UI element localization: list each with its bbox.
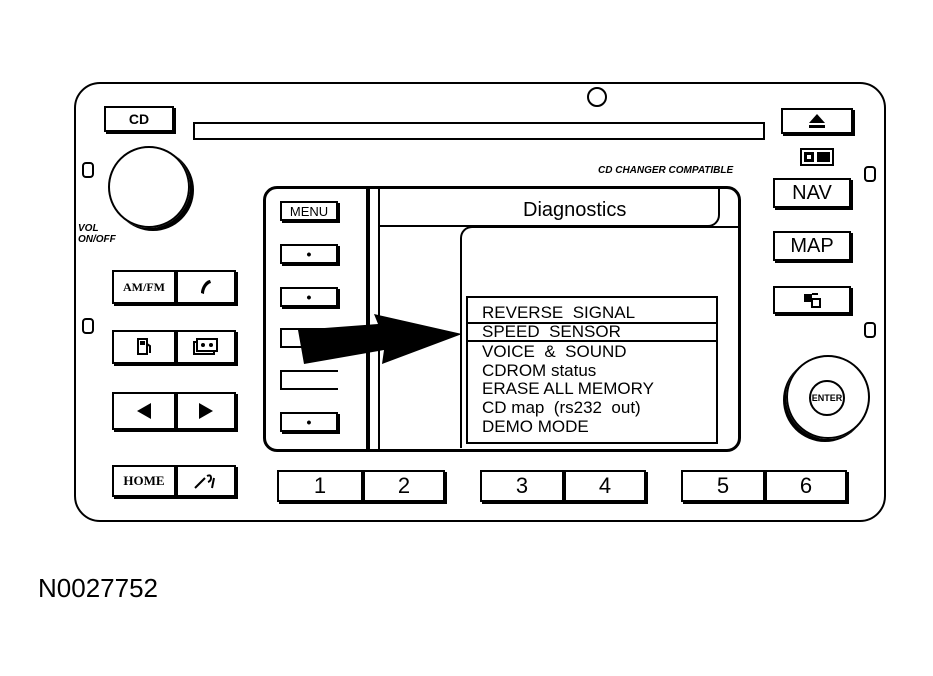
fuel-button[interactable] xyxy=(112,330,176,364)
pointer-arrow-icon xyxy=(298,314,462,364)
preset-6-label: 6 xyxy=(799,473,813,498)
soft-key-1[interactable]: • xyxy=(280,244,338,264)
home-button-label: HOME xyxy=(123,473,165,488)
preset-4-label: 4 xyxy=(598,473,612,498)
fuel-pump-icon xyxy=(137,338,151,355)
menu-item-reverse-signal[interactable]: REVERSE SIGNAL xyxy=(482,303,636,322)
preset-3-button[interactable]: 3 xyxy=(480,470,564,502)
voice-icon xyxy=(194,474,215,489)
right-clip-lower xyxy=(864,322,876,338)
menu-item-erase-all-memory[interactable]: ERASE ALL MEMORY xyxy=(482,379,654,398)
left-clip-lower xyxy=(82,318,94,334)
cd-changer-compatible-label: CD CHANGER COMPATIBLE xyxy=(598,165,734,176)
eject-icon xyxy=(809,114,825,128)
preset-6-button[interactable]: 6 xyxy=(765,470,847,502)
home-button[interactable]: HOME xyxy=(112,465,176,497)
screen-title: Diagnostics xyxy=(523,199,627,221)
preset-5-label: 5 xyxy=(716,473,730,498)
preset-5-button[interactable]: 5 xyxy=(681,470,765,502)
preset-1-label: 1 xyxy=(313,473,327,498)
preset-1-button[interactable]: 1 xyxy=(277,470,363,502)
figure-id: N0027752 xyxy=(38,573,158,603)
left-clip-upper xyxy=(82,162,94,178)
amfm-button-label: AM/FM xyxy=(123,279,165,294)
compact-disc-logo-icon xyxy=(800,148,834,166)
cd-button-label: CD xyxy=(128,111,150,127)
volume-label: VOL ON/OFF xyxy=(78,223,116,245)
menu-item-speed-sensor[interactable]: SPEED SENSOR xyxy=(482,322,621,341)
arrow-left-icon xyxy=(137,403,151,419)
soft-key-5[interactable]: • xyxy=(280,412,338,432)
selected-item-highlight xyxy=(468,322,716,342)
display-screen xyxy=(263,186,741,452)
right-clip-upper xyxy=(864,166,876,182)
volume-label-line2: ON/OFF xyxy=(78,234,116,245)
menu-item-cd-map[interactable]: CD map (rs232 out) xyxy=(482,398,641,417)
route-button[interactable] xyxy=(773,286,851,314)
preset-2-button[interactable]: 2 xyxy=(363,470,445,502)
enter-knob[interactable] xyxy=(786,355,870,439)
menu-button-label: MENU xyxy=(289,203,329,219)
volume-label-line1: VOL xyxy=(78,223,99,234)
arrow-right-icon xyxy=(199,403,213,419)
screen-divider xyxy=(366,186,370,452)
phone-button[interactable] xyxy=(176,270,236,304)
preset-3-label: 3 xyxy=(515,473,529,498)
map-button[interactable]: MAP xyxy=(773,231,851,261)
soft-key-2[interactable]: • xyxy=(280,287,338,307)
diagnostics-menu-list xyxy=(466,296,718,444)
voice-button[interactable] xyxy=(176,465,236,497)
nav-button-label: NAV xyxy=(792,181,832,204)
volume-knob[interactable] xyxy=(108,146,190,228)
seek-left-button[interactable] xyxy=(112,392,176,430)
screen-content-frame xyxy=(460,226,738,448)
cassette-stack-icon xyxy=(193,338,218,355)
preset-2-label: 2 xyxy=(397,473,411,498)
map-button-label: MAP xyxy=(790,234,834,257)
enter-button-label: ENTER xyxy=(811,393,843,403)
route-icon xyxy=(804,293,821,308)
cd-slot xyxy=(193,122,765,140)
faceplate-screw-hole xyxy=(587,87,607,107)
enter-button[interactable]: ENTER xyxy=(809,380,845,416)
amfm-button[interactable]: AM/FM xyxy=(112,270,176,304)
menu-item-cdrom-status[interactable]: CDROM status xyxy=(482,361,597,380)
preset-4-button[interactable]: 4 xyxy=(564,470,646,502)
audio-source-button[interactable] xyxy=(176,330,236,364)
soft-key-4[interactable] xyxy=(280,370,338,390)
phone-icon xyxy=(201,280,211,294)
eject-button[interactable] xyxy=(781,108,853,134)
menu-button[interactable]: MENU xyxy=(280,201,338,221)
menu-item-voice-sound[interactable]: VOICE & SOUND xyxy=(482,342,627,361)
menu-item-demo-mode[interactable]: DEMO MODE xyxy=(482,417,589,436)
cd-button[interactable]: CD xyxy=(104,106,174,132)
seek-right-button[interactable] xyxy=(176,392,236,430)
nav-button[interactable]: NAV xyxy=(773,178,851,208)
